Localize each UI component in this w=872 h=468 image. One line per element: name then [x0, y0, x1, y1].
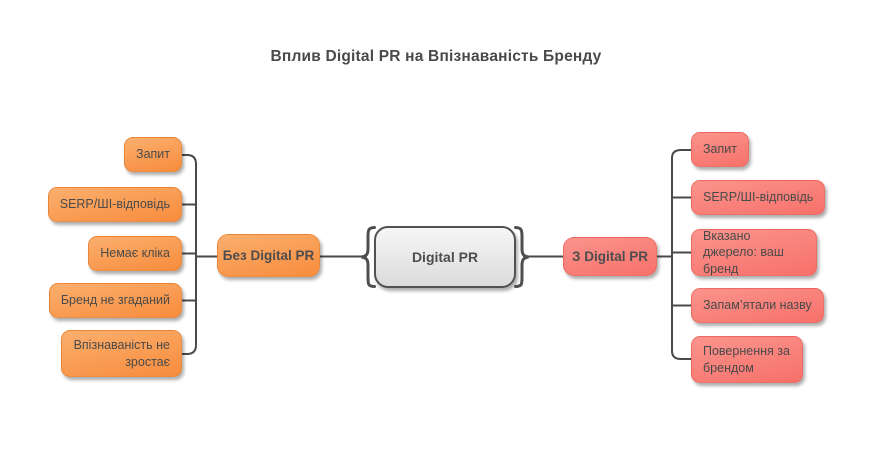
node-label: Впізнаваність не зростає — [73, 338, 170, 369]
left-leaf-node-serp-ai-answer: SERP/ШІ-відповідь — [47, 187, 182, 222]
branch-node-with-digital-pr: З Digital PR — [563, 237, 657, 276]
left-leaf-node-brand-not-mentioned: Бренд не згаданий — [48, 283, 182, 318]
branch-label: З Digital PR — [572, 248, 648, 264]
right-leaf-node-return-for-brand: Повернення за брендом — [691, 336, 803, 383]
node-label: SERP/ШІ-відповідь — [703, 190, 814, 205]
node-label: Запит — [703, 142, 737, 157]
node-label: Бренд не згаданий — [60, 293, 170, 308]
curly-brace-left-icon — [361, 226, 376, 288]
node-label: Запам’ятали назву — [703, 298, 812, 313]
center-node: Digital PR — [360, 226, 530, 288]
right-leaf-node-serp-ai-answer: SERP/ШІ-відповідь — [691, 180, 826, 215]
node-label: Запит — [136, 147, 170, 162]
node-label: Повернення за брендом — [703, 344, 790, 375]
right-leaf-node-source-your-brand: Вказано джерело: ваш бренд — [691, 229, 817, 276]
diagram-title: Вплив Digital PR на Впізнаваність Бренду — [270, 48, 602, 65]
right-leaf-node-query: Запит — [691, 132, 749, 167]
node-label: Вказано джерело: ваш бренд — [703, 228, 784, 276]
left-leaf-node-no-click: Немає кліка — [88, 236, 182, 271]
left-leaf-node-awareness-not-growing: Впізнаваність не зростає — [61, 330, 182, 377]
branch-node-without-digital-pr: Без Digital PR — [217, 234, 320, 277]
branch-label: Без Digital PR — [222, 247, 315, 263]
left-leaf-node-query: Запит — [124, 137, 182, 172]
center-node-box: Digital PR — [374, 226, 516, 288]
center-node-label: Digital PR — [411, 249, 479, 265]
node-label: SERP/ШІ-відповідь — [59, 197, 170, 212]
node-label: Немає кліка — [100, 246, 170, 261]
right-trunk-line — [671, 149, 692, 360]
curly-brace-right-icon — [514, 226, 529, 288]
right-leaf-node-remembered-name: Запам’ятали назву — [691, 288, 824, 323]
